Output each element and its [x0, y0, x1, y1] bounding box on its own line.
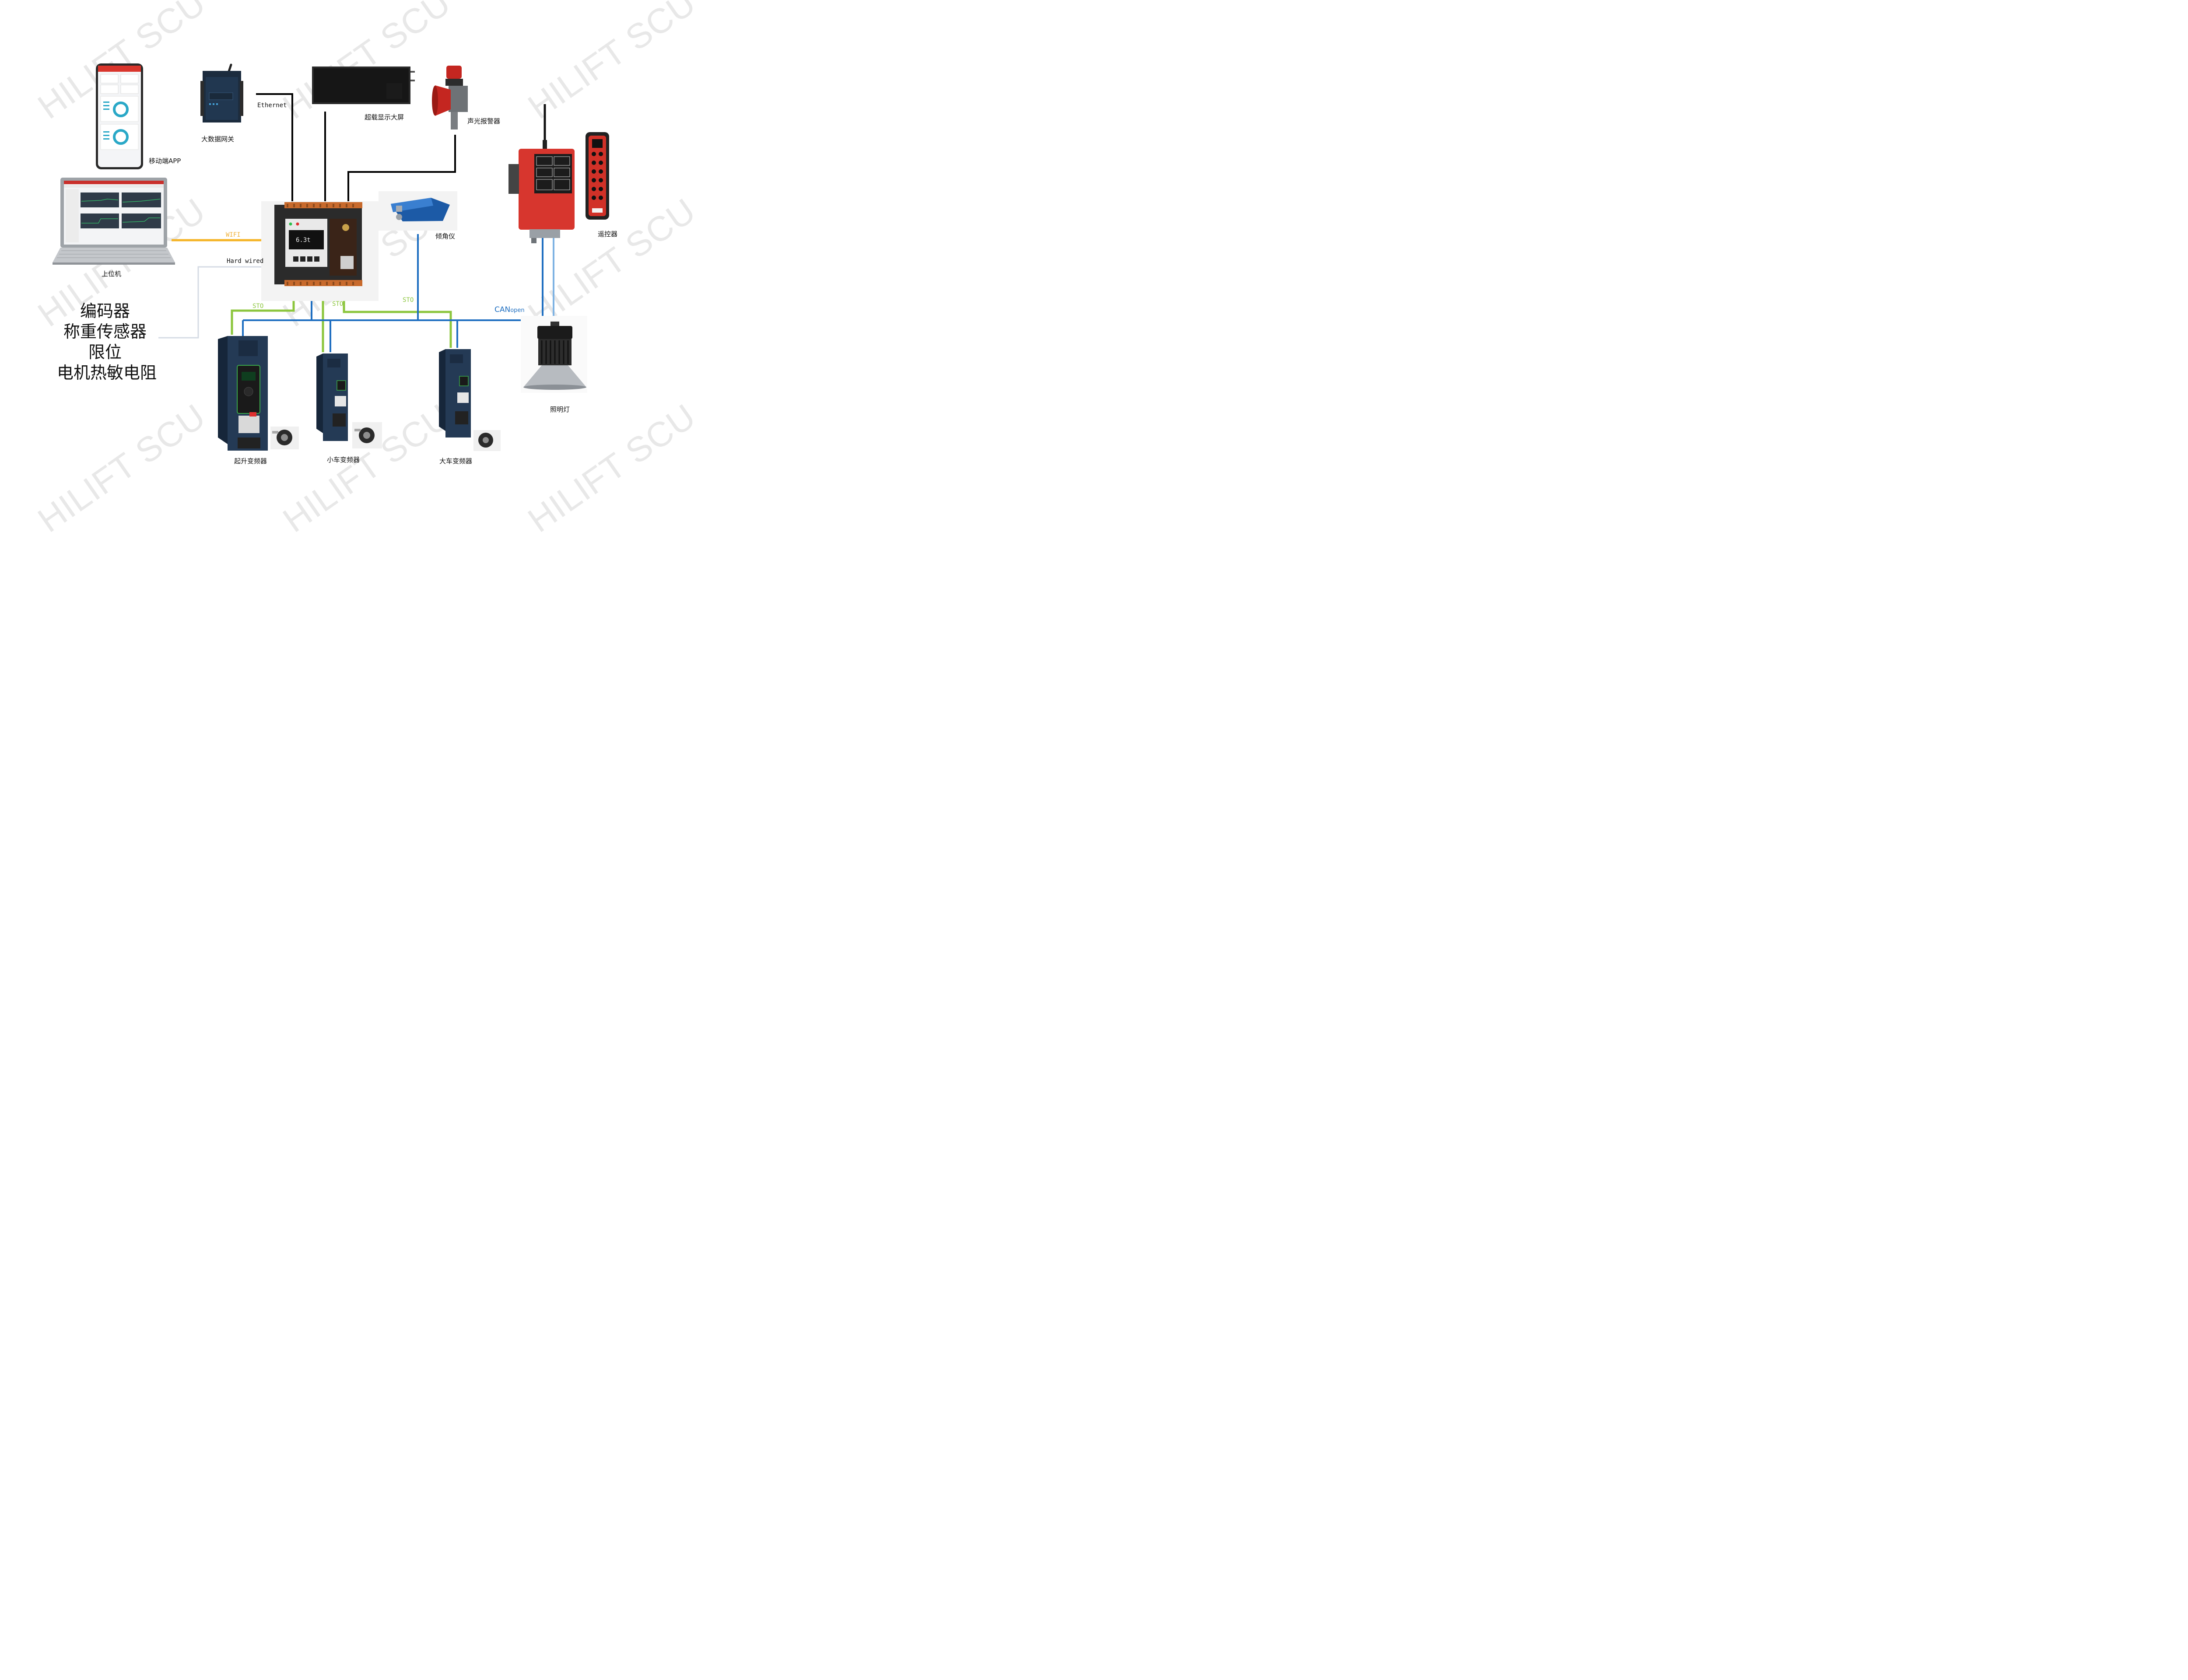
inclinometer-device: [379, 191, 457, 231]
trolley-encoder: [352, 422, 382, 448]
canopen-label-open: open: [510, 307, 525, 314]
alarm-wire: [347, 135, 456, 201]
trolley-vfd-label: 小车变频器: [327, 456, 360, 464]
canopen-label: CANopen: [494, 305, 525, 314]
lamp-device: [521, 316, 587, 393]
hard-wired-link: [158, 266, 276, 339]
sensor-list: 编码器 称重传感器 限位 电机热敏电阻: [57, 301, 157, 383]
black-wires: [256, 93, 456, 201]
canopen-label-can: CAN: [494, 305, 511, 314]
crane-vfd-label: 大车变频器: [439, 457, 473, 465]
can-receiver-device: [508, 104, 575, 243]
sto-label-hoist: STO: [252, 303, 264, 310]
remote-device: [586, 132, 609, 220]
crane-encoder: [473, 430, 501, 451]
sensor-thermistor: 电机热敏电阻: [57, 363, 157, 382]
trolley-vfd-device: [316, 354, 348, 441]
display-label: 超载显示大屏: [365, 113, 404, 121]
phone-device: [96, 63, 143, 169]
wifi-label: WIFI: [226, 231, 241, 238]
gateway-label: 大数据网关: [201, 135, 235, 143]
display-device: [312, 66, 415, 104]
laptop-device: [53, 178, 175, 265]
gateway-device: [200, 63, 243, 122]
sensor-load-cell: 称重传感器: [63, 322, 147, 341]
lamp-label: 照明灯: [550, 406, 570, 413]
alarm-device: [432, 66, 468, 130]
sensor-limit: 限位: [88, 343, 122, 362]
remote-label: 遥控器: [598, 230, 618, 238]
ethernet-label: Ethernet: [257, 102, 287, 109]
hoist-vfd-device: [218, 336, 268, 451]
controller-screen-value: 6.3t: [296, 237, 311, 244]
alarm-label: 声光报警器: [467, 117, 501, 125]
mobile-app-label: 移动端APP: [149, 157, 181, 165]
diagram-canvas: 6.3t: [53, 63, 609, 451]
hoist-vfd-label: 起升变频器: [234, 457, 267, 465]
system-diagram: HILIFT SCU HILIFT SCU HILIFT SCU HILIFT …: [0, 0, 703, 540]
inclinometer-label: 倾角仪: [435, 232, 456, 240]
host-pc-label: 上位机: [102, 270, 122, 278]
hard-wired-label: Hard wired: [227, 258, 264, 265]
ethernet-wire: [256, 93, 293, 201]
sto-label-crane: STO: [403, 297, 414, 304]
hoist-encoder: [270, 427, 299, 449]
controller-device: 6.3t: [261, 201, 379, 301]
sto-label-trolley: STO: [332, 301, 344, 308]
crane-vfd-device: [439, 349, 471, 438]
canopen-bus: [242, 234, 543, 352]
sensor-encoder: 编码器: [80, 301, 130, 321]
